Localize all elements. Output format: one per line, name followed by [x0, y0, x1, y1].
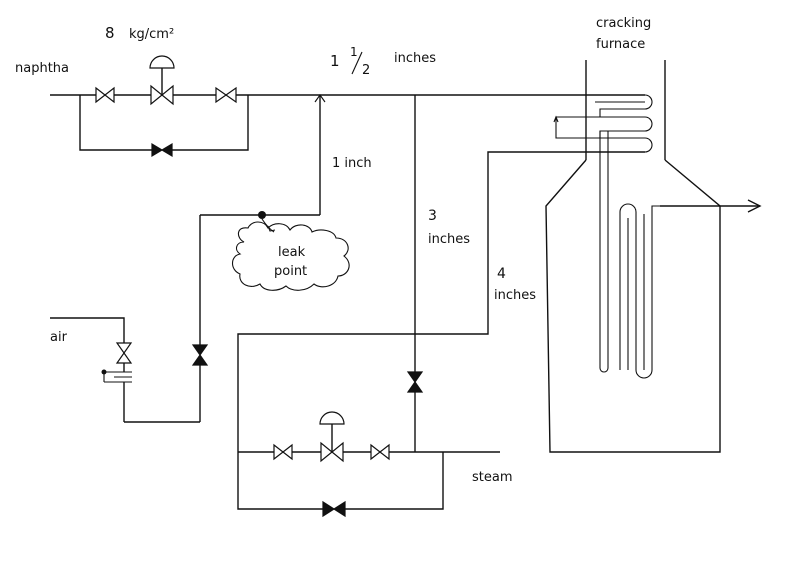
steam-bypass-valve — [322, 500, 346, 518]
air-label: air — [50, 330, 68, 345]
pressure-value-label: 8 — [105, 24, 115, 42]
cracking-furnace — [545, 60, 721, 453]
furnace-label-line1: cracking — [596, 16, 651, 31]
furnace-label-line2: furnace — [596, 37, 645, 52]
steam-gate-valve-2 — [370, 443, 390, 461]
main-size-numerator: 1 — [350, 45, 358, 59]
naphtha-label: naphtha — [15, 61, 69, 76]
steam-bypass-line — [237, 452, 444, 510]
steam-label: steam — [472, 470, 513, 485]
leak-point-marker — [258, 211, 276, 233]
air-line — [50, 317, 125, 422]
leak-label-line1: leak — [278, 245, 306, 260]
four-inch-number: 4 — [497, 266, 506, 282]
main-size-whole: 1 — [330, 52, 340, 70]
three-inch-number: 3 — [428, 208, 437, 224]
naphtha-control-valve — [149, 55, 175, 106]
naphtha-gate-valve-1 — [95, 86, 115, 104]
furnace-outlet-arrow — [660, 199, 762, 213]
naphtha-bypass-valve — [151, 142, 173, 158]
three-inch-unit: inches — [428, 232, 470, 247]
pressure-unit-label: kg/cm² — [129, 27, 174, 42]
main-size-denominator: 2 — [362, 63, 370, 78]
leak-point-cloud — [231, 221, 350, 291]
one-inch-branch-valve — [191, 344, 209, 366]
four-inch-line — [237, 151, 645, 452]
one-inch-branch-line — [124, 95, 321, 423]
naphtha-gate-valve-2 — [215, 86, 237, 104]
steam-gate-valve-1 — [273, 443, 293, 461]
steam-control-valve — [319, 411, 345, 463]
three-inch-line-valve — [406, 371, 424, 393]
branch-size-label: 1 inch — [332, 156, 372, 171]
main-size-unit: inches — [394, 51, 436, 66]
leak-label-line2: point — [274, 264, 307, 279]
flow-arrow-up — [314, 94, 326, 103]
naphtha-bypass-line — [79, 95, 249, 151]
main-line-size-label: 1 1 2 inches — [330, 45, 436, 78]
air-valve — [115, 342, 133, 364]
air-spring-actuator — [101, 369, 132, 383]
four-inch-unit: inches — [494, 288, 536, 303]
